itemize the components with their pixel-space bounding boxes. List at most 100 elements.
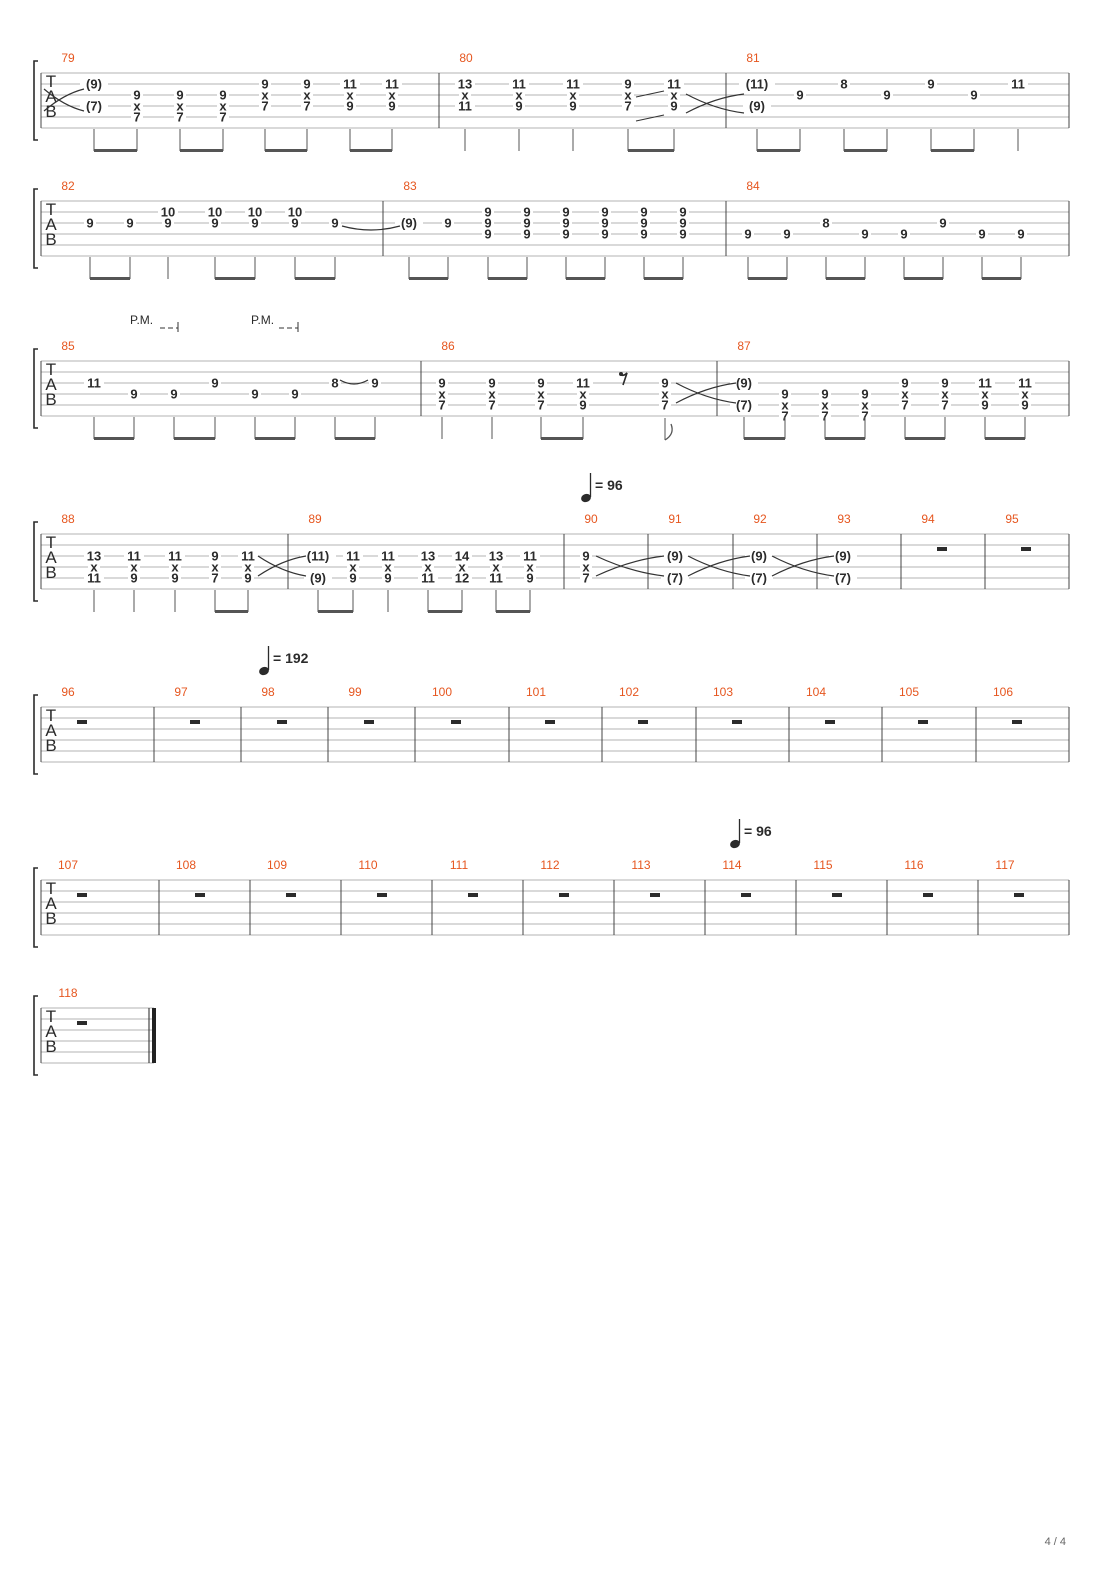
fret-background	[979, 388, 991, 399]
fret-number: 9	[130, 387, 137, 402]
fret-background	[486, 550, 506, 561]
fret-number: 9	[346, 99, 353, 114]
fret-number: 10	[161, 205, 175, 220]
fret-background	[169, 572, 181, 583]
fret-number: 9	[562, 227, 569, 242]
dead-note: x	[176, 99, 184, 114]
rest-symbol	[918, 720, 928, 724]
fret-background	[382, 78, 402, 89]
fret-background	[168, 388, 180, 399]
fret-background	[418, 550, 438, 561]
fret-background	[745, 550, 773, 561]
system-bracket	[33, 348, 38, 429]
rest-symbol	[1012, 720, 1022, 724]
fret-background	[209, 550, 221, 561]
tab-clef-letter: T	[46, 72, 56, 91]
note-beam	[488, 277, 527, 280]
tab-clef-letter: B	[45, 390, 56, 409]
dead-note: x	[781, 398, 789, 413]
dead-note: x	[861, 398, 869, 413]
tempo-marking: = 192	[273, 650, 309, 666]
fret-number: (7)	[736, 398, 752, 413]
fret-number: 7	[438, 398, 445, 413]
fret-number: 7	[176, 110, 183, 125]
fret-number: 9	[523, 227, 530, 242]
fret-background	[509, 78, 529, 89]
fret-number: 9	[444, 216, 451, 231]
tab-clef-letter: T	[46, 533, 56, 552]
fret-number: 9	[601, 227, 608, 242]
fret-number: 9	[796, 88, 803, 103]
measure-number: 85	[61, 339, 75, 353]
fret-background	[819, 410, 831, 421]
fret-background	[482, 217, 494, 228]
dead-note: x	[438, 387, 446, 402]
fret-number: (9)	[667, 549, 683, 564]
fret-number: 11	[385, 77, 399, 92]
note-beam	[748, 277, 787, 280]
measure-number: 102	[619, 685, 639, 699]
system-bracket	[33, 995, 38, 1076]
fret-number: 9	[861, 227, 868, 242]
note-beam	[94, 437, 134, 440]
fret-number: 9	[171, 571, 178, 586]
measure-number: 114	[722, 858, 741, 872]
note-beam	[826, 277, 865, 280]
fret-background	[217, 100, 229, 111]
fret-background	[455, 78, 475, 89]
fret-number: 9	[783, 227, 790, 242]
measure-number: 99	[348, 685, 362, 699]
fret-number: (9)	[749, 99, 765, 114]
tab-clef-letter: B	[45, 563, 56, 582]
fret-number: 9	[579, 398, 586, 413]
dead-note: x	[941, 387, 949, 402]
measure-number: 116	[904, 858, 923, 872]
fret-number: 11	[421, 571, 435, 586]
fret-background	[677, 217, 689, 228]
measure-number: 108	[176, 858, 196, 872]
measure-number: 100	[432, 685, 452, 699]
fret-background	[638, 228, 650, 239]
dead-note: x	[1021, 387, 1029, 402]
fret-background	[301, 78, 313, 89]
dead-note: x	[579, 387, 587, 402]
fret-number: 9	[261, 77, 268, 92]
measure-number: 103	[713, 685, 733, 699]
rest-symbol	[741, 893, 751, 897]
fret-background	[486, 388, 498, 399]
tie-arc	[687, 555, 751, 577]
fret-background	[743, 100, 771, 111]
tab-clef-letter: T	[46, 200, 56, 219]
fret-number: 10	[288, 205, 302, 220]
tie-arc	[257, 555, 307, 577]
fret-background	[84, 377, 104, 388]
fret-number: 9	[523, 205, 530, 220]
fret-background	[304, 572, 332, 583]
fret-number: 7	[582, 571, 589, 586]
dead-note: x	[624, 88, 632, 103]
note-beam	[825, 437, 865, 440]
fret-number: 9	[927, 77, 934, 92]
measure-number: 97	[174, 685, 188, 699]
fret-number: 9	[624, 77, 631, 92]
rest-symbol	[650, 893, 660, 897]
fret-background	[456, 561, 468, 572]
fret-number: 9	[939, 216, 946, 231]
tie-arc	[771, 555, 835, 577]
rest-symbol	[195, 893, 205, 897]
tab-clef-letter: A	[45, 215, 57, 234]
rest-symbol	[286, 893, 296, 897]
fret-background	[174, 89, 186, 100]
tie-arc	[257, 555, 307, 577]
fret-number: 13	[421, 549, 435, 564]
fret-number: 9	[176, 88, 183, 103]
fret-number: 9	[640, 227, 647, 242]
fret-background	[819, 399, 831, 410]
fret-background	[238, 550, 258, 561]
fret-background	[158, 206, 178, 217]
fret-background	[209, 217, 221, 228]
fret-background	[859, 388, 871, 399]
measure-number: 82	[61, 179, 75, 193]
fret-background	[521, 217, 533, 228]
fret-background	[677, 228, 689, 239]
